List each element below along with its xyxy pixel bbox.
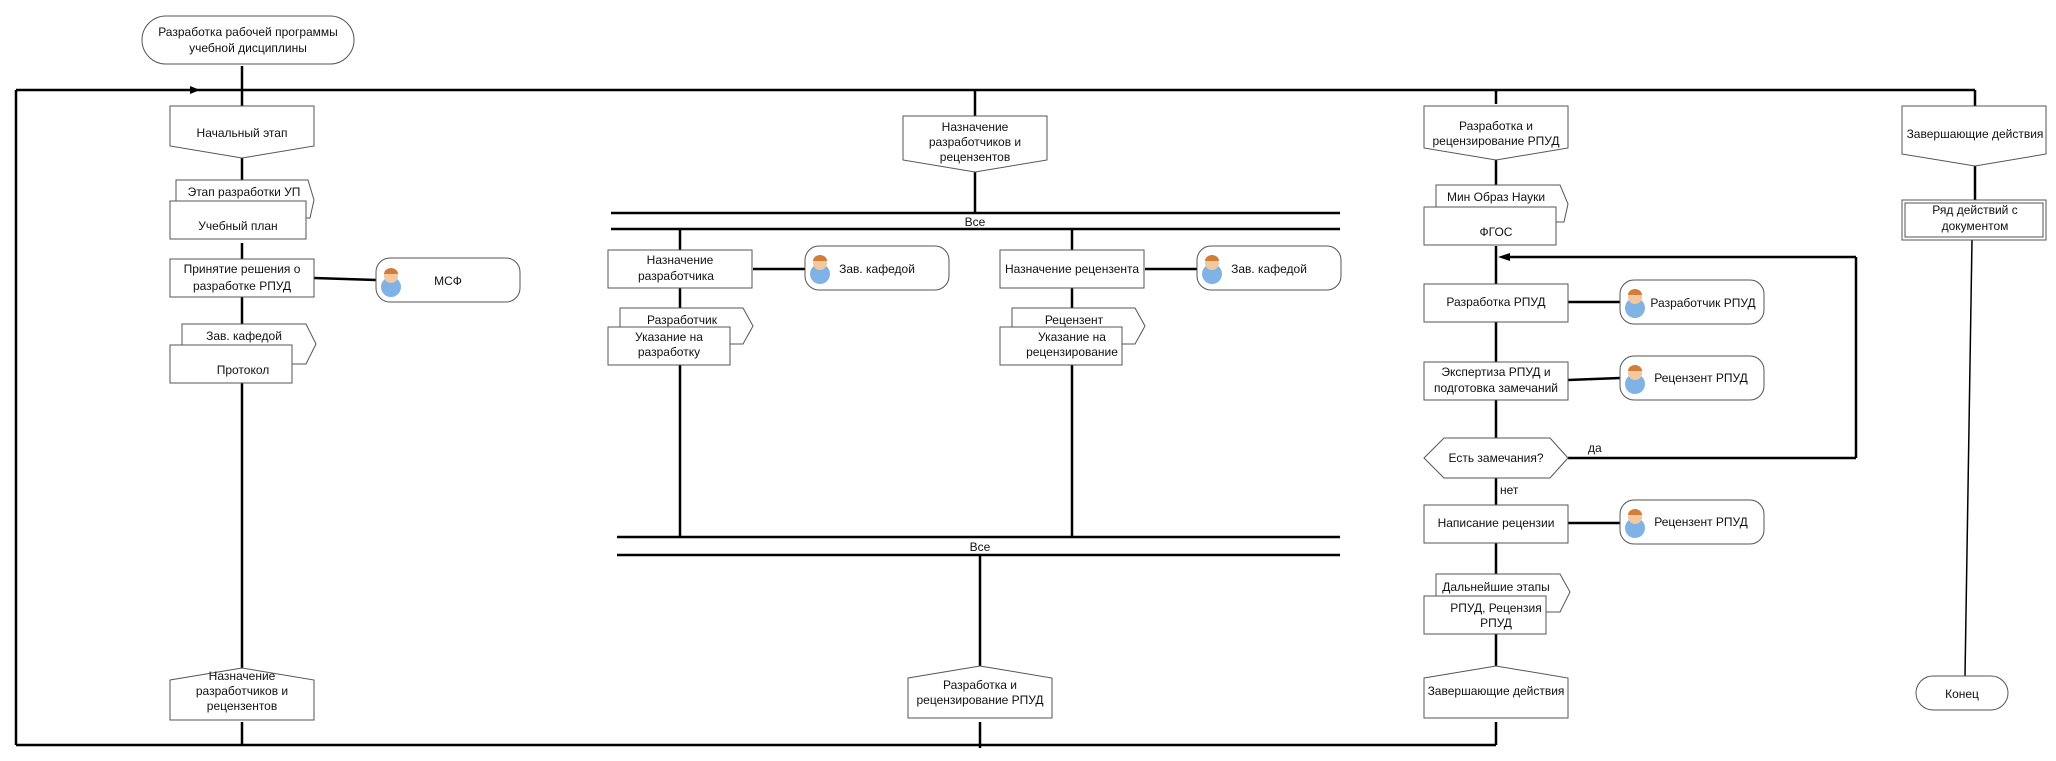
column-final: Завершающие действия Ряд действий с доку…: [1901, 105, 2047, 711]
actor-msf: МСФ: [434, 274, 462, 288]
branch-no: нет: [1500, 483, 1519, 497]
next-dev-review-line-2: рецензирование РПУД: [916, 693, 1043, 707]
join-label: Все: [970, 540, 991, 554]
column-initial-stage: Начальный этап Этап разработки УП Учебны…: [169, 105, 521, 721]
doc-out-line-2: РПУД: [1480, 616, 1512, 630]
actor-reviewer-1: Рецензент РПУД: [1654, 371, 1748, 385]
stage-assign-line-2: разработчиков и: [929, 135, 1021, 149]
doc-tag-head: Зав. кафедой: [206, 329, 282, 343]
task-expert-line-2: подготовка замечаний: [1434, 381, 1558, 395]
task-expert-line-1: Экспертиза РПУД и: [1441, 365, 1550, 379]
stage-final: Завершающие действия: [1907, 127, 2044, 141]
stage-assign-line-1: Назначение: [942, 120, 1009, 134]
next-final: Завершающие действия: [1428, 684, 1565, 698]
doc-rev-line-1: Указание на: [1038, 330, 1106, 344]
task-write-review: Написание рецензии: [1438, 516, 1555, 530]
task-assign-dev-line-1: Назначение: [647, 253, 714, 267]
doc-tag-reviewer: Рецензент: [1045, 313, 1104, 327]
actor-reviewer-2: Рецензент РПУД: [1654, 515, 1748, 529]
next-assign-line-2: разработчиков и: [196, 684, 288, 698]
person-icon: [1625, 365, 1645, 394]
task-assign-dev-line-2: разработчика: [638, 269, 714, 283]
doc-fgos: ФГОС: [1480, 225, 1513, 239]
stage-dev-line-1: Разработка и: [1459, 119, 1533, 133]
stage-initial: Начальный этап: [197, 126, 288, 140]
person-icon: [381, 268, 401, 297]
end-node: Конец: [1945, 687, 1979, 701]
doc-tag-up: Этап разработки УП: [188, 185, 301, 199]
person-icon: [1202, 255, 1222, 284]
doc-tag-ministry: Мин Образ Науки: [1447, 190, 1545, 204]
next-assign-line-3: рецензентов: [207, 699, 277, 713]
start-node: Разработка рабочей программы учебной дис…: [141, 15, 355, 65]
actor-head-2: Зав. кафедой: [1231, 262, 1307, 276]
start-label-line-2: учебной дисциплины: [189, 41, 307, 55]
doc-out-line-1: РПУД, Рецензия: [1450, 601, 1541, 615]
doc-rev-line-2: рецензирование: [1026, 345, 1118, 359]
doc-dev-line-2: разработку: [638, 345, 700, 359]
actor-head-1: Зав. кафедой: [839, 262, 915, 276]
task-develop: Разработка РПУД: [1446, 295, 1545, 309]
task-decision-line-2: разработке РПУД: [193, 279, 291, 293]
decision-remarks: Есть замечания?: [1448, 451, 1543, 465]
next-dev-review-line-1: Разработка и: [943, 678, 1017, 692]
doc-tag-next: Дальнейшие этапы: [1442, 580, 1549, 594]
fork-label: Все: [965, 215, 986, 229]
doc-study-plan: Учебный план: [198, 219, 277, 233]
next-assign-line-1: Назначение: [209, 669, 276, 683]
task-decision-line-1: Принятие решения о: [184, 262, 301, 276]
action-line-2: документом: [1942, 219, 2009, 233]
doc-dev-line-1: Указание на: [635, 330, 703, 344]
doc-protocol: Протокол: [217, 363, 270, 377]
column-assignment: Назначение разработчиков и рецензентов В…: [607, 115, 1342, 719]
actor-developer: Разработчик РПУД: [1650, 296, 1755, 310]
column-development: Разработка и рецензирование РПУД Мин Обр…: [1423, 105, 1765, 719]
doc-tag-developer: Разработчик: [647, 313, 718, 327]
stage-dev-line-2: рецензирование РПУД: [1432, 134, 1559, 148]
start-label-line-1: Разработка рабочей программы: [158, 25, 338, 39]
person-icon: [1625, 509, 1645, 538]
branch-yes: да: [1588, 441, 1602, 455]
task-assign-reviewer: Назначение рецензента: [1005, 262, 1139, 276]
action-line-1: Ряд действий с: [1932, 203, 2017, 217]
stage-assign-line-3: рецензентов: [940, 150, 1010, 164]
connectors: [14, 66, 1977, 748]
person-icon: [1625, 289, 1645, 318]
person-icon: [810, 255, 830, 284]
